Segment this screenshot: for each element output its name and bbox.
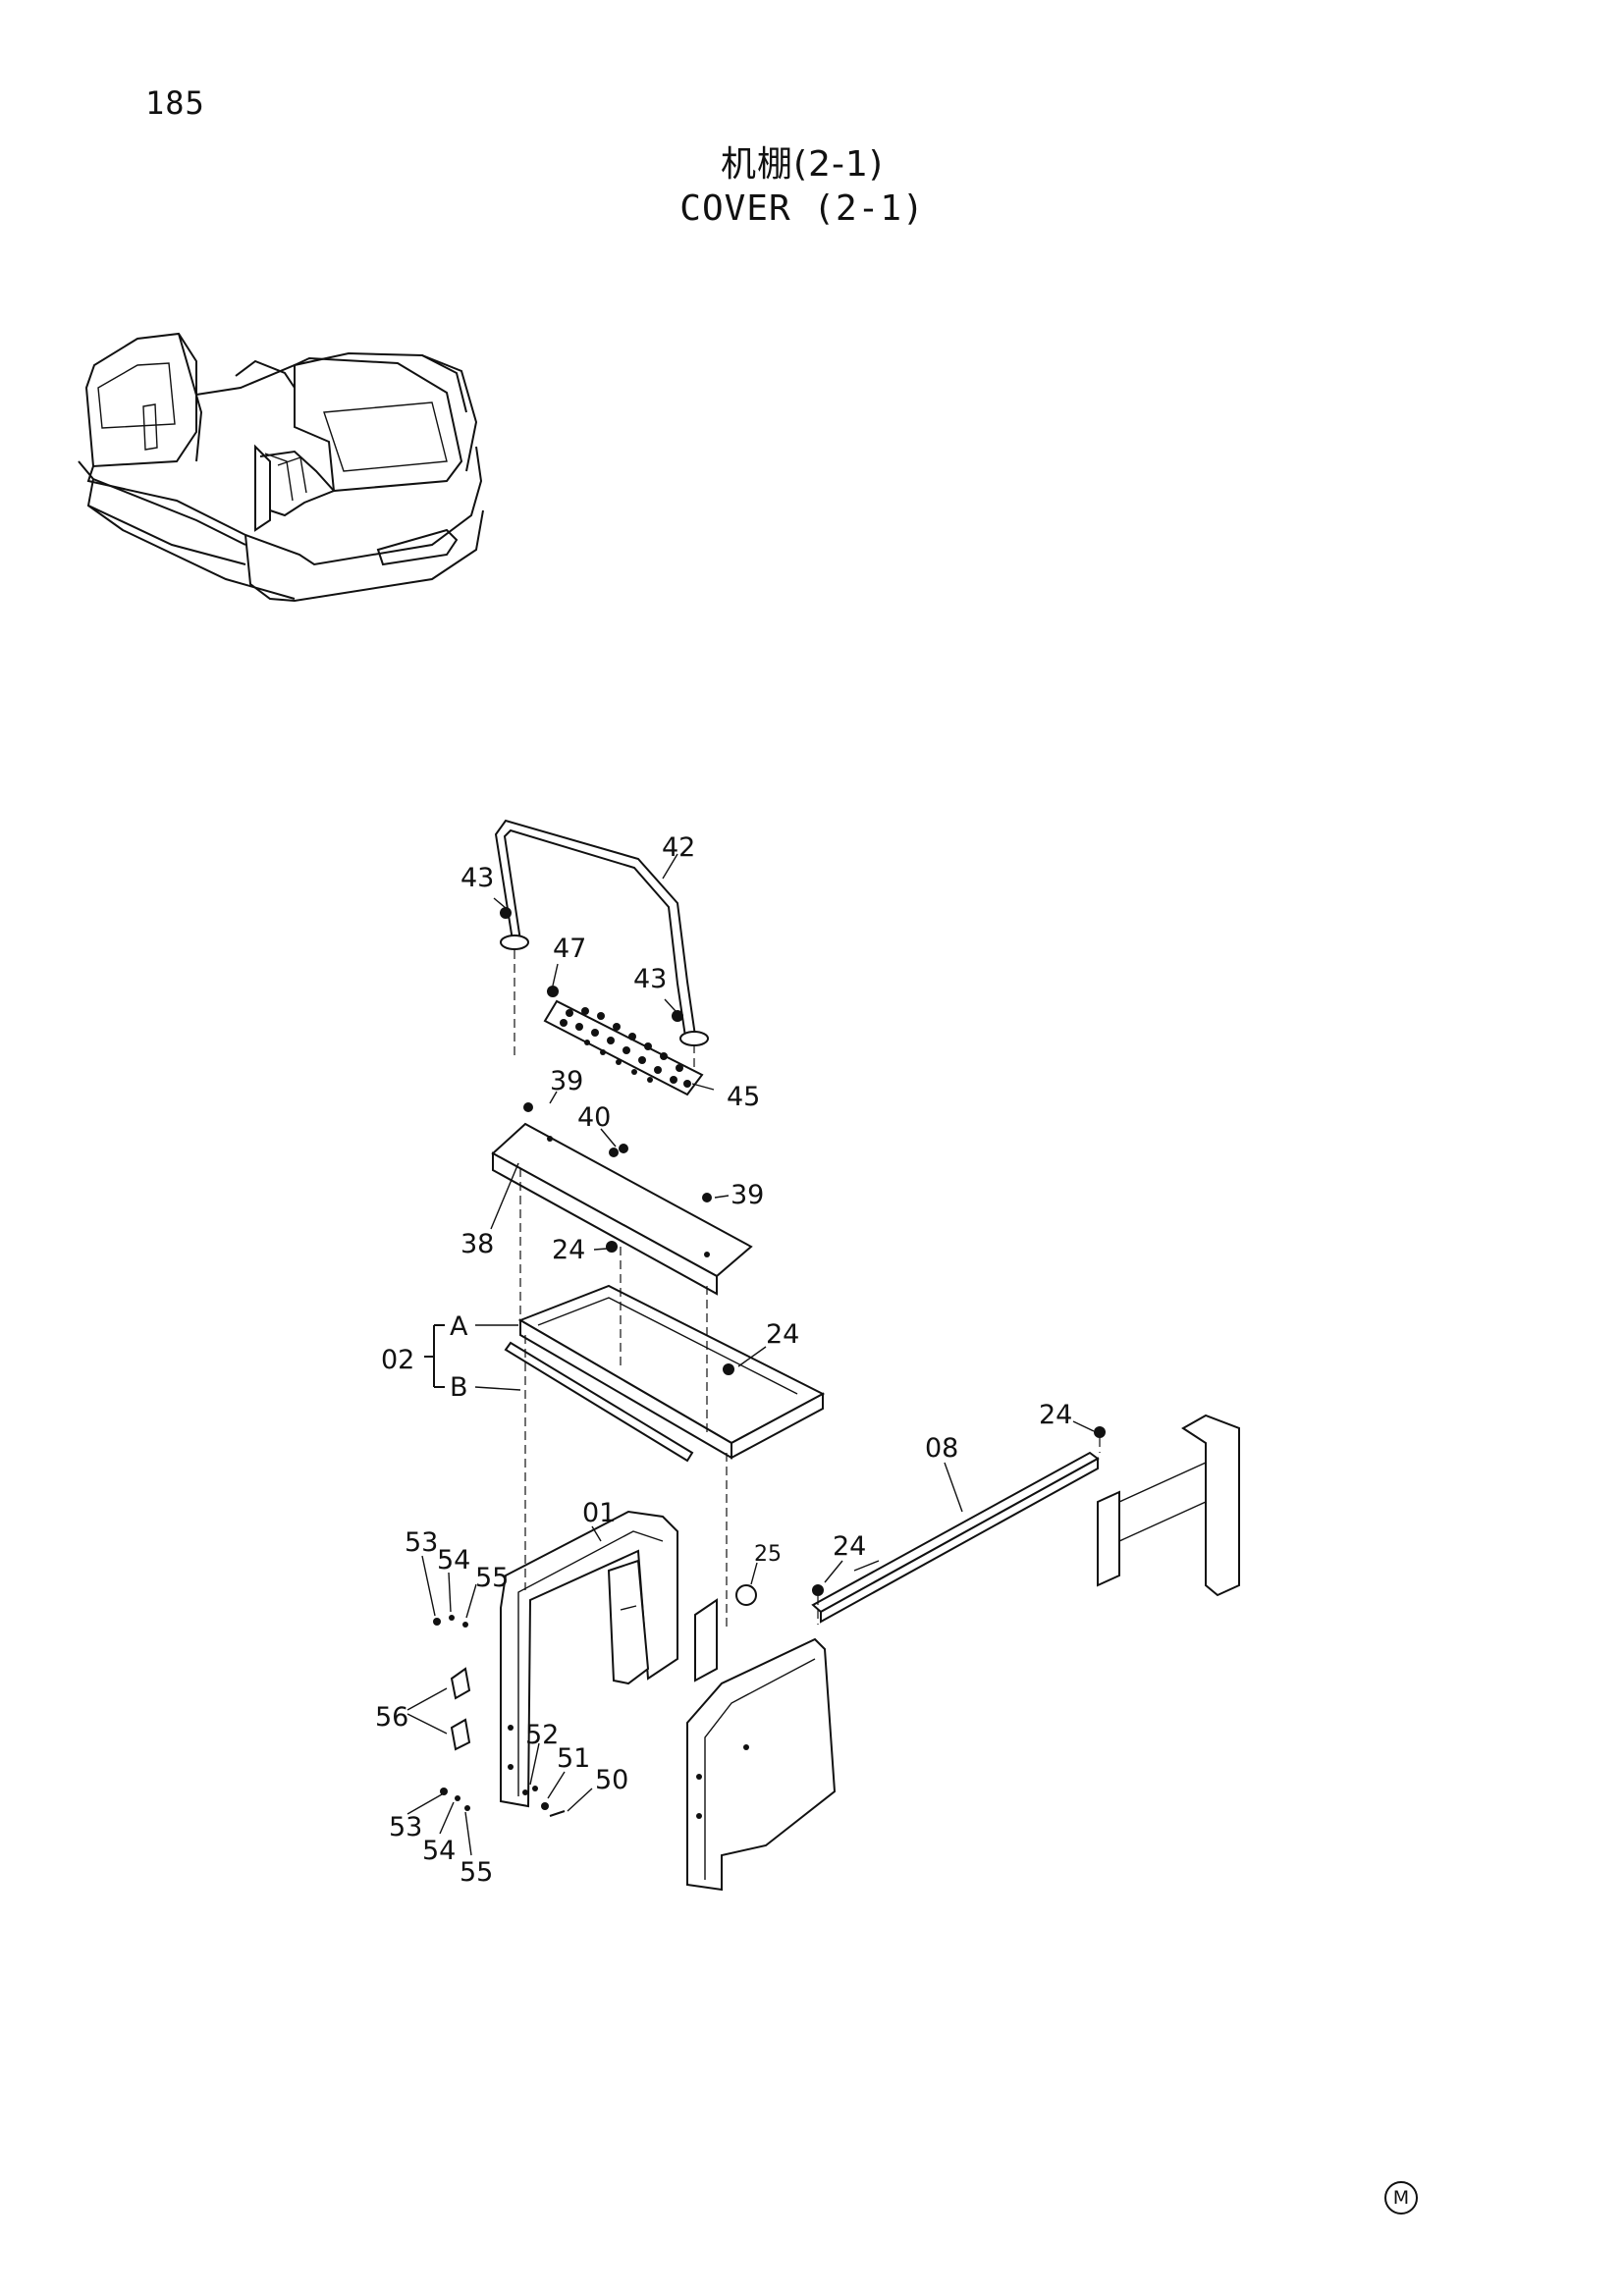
callout-02-b: B [450,1372,468,1403]
handrail-part-icon [494,819,709,1046]
callout-24-plate: 24 [766,1319,799,1350]
rail-part-icon [811,1451,1100,1624]
page-number: 185 [145,84,205,122]
callout-02-a: A [450,1311,468,1342]
callout-47: 47 [553,934,586,964]
callout-54-top: 54 [437,1545,470,1575]
title-chinese: 机棚(2-1) [721,144,884,185]
m-mark-icon: M [1384,2181,1418,2215]
callout-53-top: 53 [405,1527,438,1558]
callout-labels: 42 43 47 43 45 39 40 39 38 24 24 02 A B … [375,832,1072,1888]
callout-55-top: 55 [475,1563,509,1593]
excavator-thumbnail-icon [78,332,484,603]
callout-55-bottom: 55 [460,1857,493,1888]
side-cover-part-icon [686,1598,837,1892]
floor-plate-part-icon [504,1284,826,1463]
title-english: COVER (2-1) [679,188,925,229]
alignment-lines [514,950,1101,1629]
callout-42: 42 [662,832,695,863]
callout-25: 25 [754,1542,782,1567]
callout-45: 45 [727,1082,760,1112]
hardware-icon [433,907,1106,1817]
callout-38: 38 [460,1229,494,1259]
callout-54-bottom: 54 [422,1836,456,1866]
callout-43-right: 43 [633,964,667,994]
callout-39-right: 39 [731,1180,764,1210]
callout-01: 01 [582,1498,616,1528]
callout-52: 52 [525,1720,559,1750]
callout-50: 50 [595,1765,628,1795]
frame-part-icon [500,1510,678,1808]
callout-24-rear: 24 [1039,1400,1072,1430]
callout-24-upper: 24 [552,1235,585,1265]
callout-24-side: 24 [833,1531,866,1562]
callout-02: 02 [381,1345,414,1375]
rear-frame-part-icon [1097,1414,1240,1597]
callout-56: 56 [375,1702,408,1733]
callout-08: 08 [925,1433,958,1464]
callout-51: 51 [557,1743,590,1774]
callout-39-top: 39 [550,1066,583,1096]
bracket-part-icon [491,1122,753,1296]
callout-40: 40 [577,1102,611,1133]
callout-43-left: 43 [460,863,494,893]
leader-lines [406,853,1095,1856]
step-plate-part-icon [543,999,704,1096]
callout-53-bottom: 53 [389,1812,422,1842]
